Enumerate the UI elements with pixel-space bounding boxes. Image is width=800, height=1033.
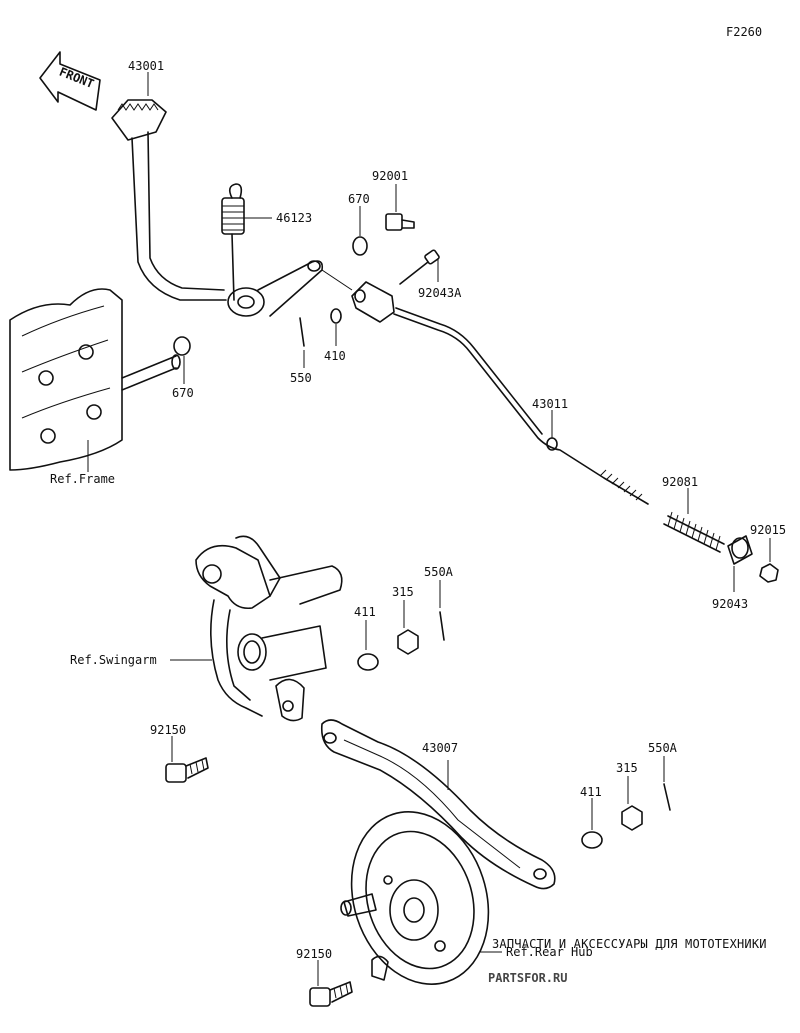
label-92043: 92043 <box>712 597 748 611</box>
label-315-upper: 315 <box>392 585 414 599</box>
ref-rear-hub-label: Ref.Rear Hub <box>506 945 593 959</box>
cotter-pin-550a-lower <box>663 783 671 811</box>
bolt-92150-upper <box>165 757 209 783</box>
ref-swingarm-label: Ref.Swingarm <box>70 653 157 667</box>
nut-92015 <box>759 563 779 583</box>
rod-spring-92081 <box>663 511 725 553</box>
torque-link-43007 <box>320 719 556 890</box>
brake-rod <box>393 313 649 505</box>
label-43001: 43001 <box>128 59 164 73</box>
label-43011: 43011 <box>532 397 568 411</box>
figure-code: F2260 <box>726 25 762 39</box>
rear-hub-panel <box>340 811 490 985</box>
pin-92043a <box>399 249 440 285</box>
watermark-caption: ЗАПЧАСТИ И АКСЕССУАРЫ ДЛЯ МОТОТЕХНИКИ <box>492 937 767 951</box>
bolt-92001 <box>385 213 415 231</box>
bolt-92150-lower <box>309 981 353 1007</box>
label-670-upper: 670 <box>348 192 370 206</box>
nut-315-upper <box>397 629 419 655</box>
o-ring-upper <box>352 236 368 256</box>
brake-pedal <box>111 99 324 317</box>
cotter-pin-550 <box>299 317 305 347</box>
label-550a-upper: 550A <box>424 565 454 579</box>
label-315-lower: 315 <box>616 761 638 775</box>
label-410: 410 <box>324 349 346 363</box>
watermark-logo: PARTSFOR.RU <box>488 971 567 985</box>
label-550a-lower: 550A <box>648 741 678 755</box>
o-ring-lower <box>173 336 191 356</box>
label-92150-lower: 92150 <box>296 947 332 961</box>
front-arrow-icon: FRONT <box>39 51 101 111</box>
label-92001: 92001 <box>372 169 408 183</box>
label-46123: 46123 <box>276 211 312 225</box>
spring-46123 <box>221 183 245 301</box>
rod-clevis <box>321 269 395 323</box>
washer-410 <box>330 308 342 324</box>
label-92150-upper: 92150 <box>150 723 186 737</box>
label-43007: 43007 <box>422 741 458 755</box>
nut-315-lower <box>621 805 643 831</box>
label-92015: 92015 <box>750 523 786 537</box>
washer-411-lower <box>581 831 603 849</box>
label-550: 550 <box>290 371 312 385</box>
ref-frame-label: Ref.Frame <box>50 472 115 486</box>
cotter-pin-550a-upper <box>439 611 445 641</box>
label-92043a: 92043A <box>418 286 462 300</box>
washer-411-upper <box>357 653 379 671</box>
label-92081: 92081 <box>662 475 698 489</box>
front-label: FRONT <box>57 65 96 92</box>
swingarm-outline <box>195 535 343 722</box>
label-411-upper: 411 <box>354 605 376 619</box>
joint-92043 <box>727 535 753 565</box>
label-411-lower: 411 <box>580 785 602 799</box>
frame-outline <box>9 288 181 471</box>
label-670-lower: 670 <box>172 386 194 400</box>
